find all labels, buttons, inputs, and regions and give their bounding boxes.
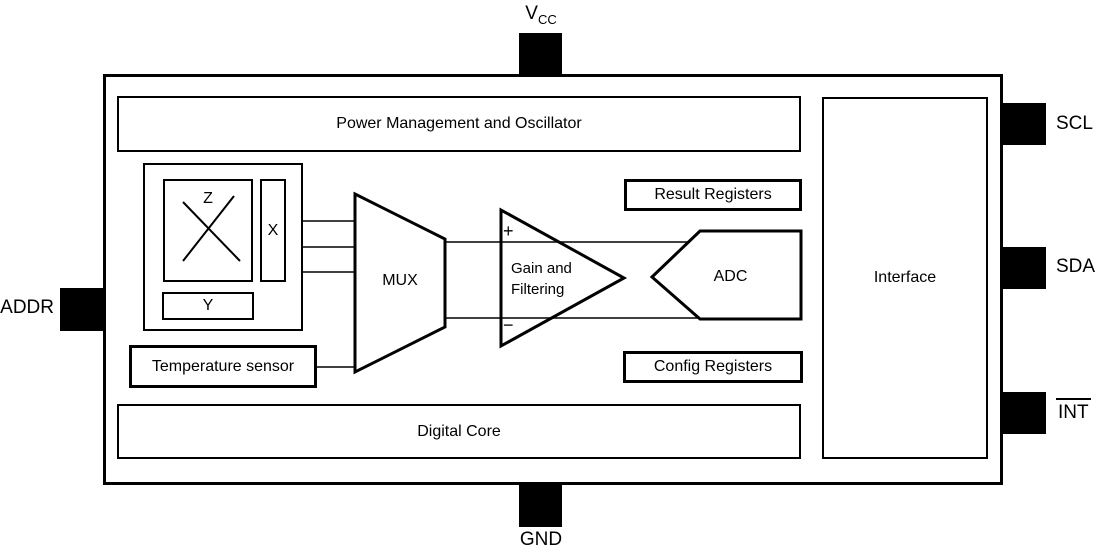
pin-vcc — [519, 33, 562, 75]
pin-addr — [60, 288, 103, 331]
config-registers-label: Config Registers — [653, 358, 773, 375]
block-digital-core: Digital Core — [117, 404, 801, 459]
block-interface: Interface — [822, 97, 988, 459]
amplifier-plus-sign: + — [503, 221, 514, 241]
amplifier-label: Gain and Filtering — [511, 258, 572, 300]
pin-label-sda: SDA — [1056, 256, 1096, 277]
amplifier-label-line1: Gain and — [511, 260, 572, 277]
pin-scl — [1002, 103, 1046, 145]
sensor-y-label: Y — [202, 297, 214, 314]
pin-label-vcc-main: V — [525, 3, 538, 24]
amplifier-minus-sign: − — [503, 315, 514, 335]
pin-label-scl: SCL — [1056, 113, 1093, 134]
interface-label: Interface — [873, 269, 937, 286]
pin-label-vcc: VCC — [504, 3, 578, 27]
amplifier-label-line2: Filtering — [511, 281, 565, 298]
power-management-label: Power Management and Oscillator — [336, 115, 582, 132]
block-config-registers: Config Registers — [623, 351, 803, 383]
sensor-z-label: Z — [203, 190, 213, 207]
pin-label-gnd: GND — [519, 529, 563, 550]
adc-label: ADC — [713, 268, 748, 285]
sensor-x-label: X — [267, 221, 279, 239]
pin-int — [1002, 392, 1046, 434]
sensor-z-box: Z — [163, 179, 253, 282]
digital-core-label: Digital Core — [417, 422, 501, 440]
sensor-x-box: X — [260, 179, 286, 282]
pin-label-int: INT — [1056, 398, 1091, 424]
block-power-management: Power Management and Oscillator — [117, 96, 801, 152]
sensor-y-box: Y — [162, 292, 254, 320]
mux-label: MUX — [382, 272, 418, 289]
temperature-sensor-label: Temperature sensor — [151, 357, 295, 375]
pin-label-addr: ADDR — [0, 297, 54, 318]
block-temperature-sensor: Temperature sensor — [129, 345, 317, 388]
pin-label-vcc-sub: CC — [537, 11, 557, 27]
pin-label-int-text: INT — [1056, 398, 1091, 424]
chip-boundary — [103, 74, 1003, 485]
pin-sda — [1002, 247, 1046, 289]
pin-gnd — [519, 484, 562, 527]
block-result-registers: Result Registers — [624, 179, 802, 211]
result-registers-label: Result Registers — [654, 186, 772, 203]
